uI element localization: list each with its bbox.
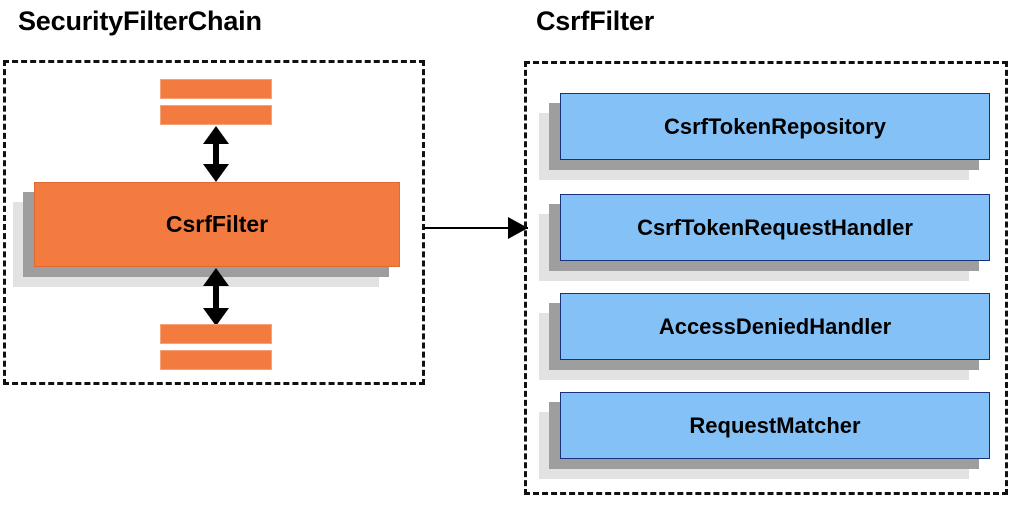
- component-csrf-token-request-handler[interactable]: CsrfTokenRequestHandler: [539, 194, 990, 281]
- arrow-shaft: [213, 140, 219, 168]
- arrow-head-up-icon: [203, 268, 229, 286]
- component-access-denied-handler-label: AccessDeniedHandler: [560, 293, 990, 360]
- filter-slot-3-bar: [160, 324, 272, 344]
- component-csrf-token-request-handler-label: CsrfTokenRequestHandler: [560, 194, 990, 261]
- arrow-head-down-icon: [203, 164, 229, 182]
- arrow-head-down-icon: [203, 308, 229, 326]
- arrow-head-up-icon: [203, 126, 229, 144]
- component-csrf-filter-label: CsrfFilter: [34, 182, 400, 267]
- filter-slot-2-bar: [160, 105, 272, 125]
- filter-slot-4-bar: [160, 350, 272, 370]
- component-access-denied-handler[interactable]: AccessDeniedHandler: [539, 293, 990, 380]
- panel-title-csrf-filter: CsrfFilter: [536, 6, 655, 36]
- arrow-shaft: [424, 227, 528, 229]
- arrow-head-right-icon: [508, 217, 528, 239]
- arrow-shaft: [213, 282, 219, 312]
- chain-link-top-arrow: [203, 126, 229, 182]
- component-request-matcher-label: RequestMatcher: [560, 392, 990, 459]
- panel-security-filter-chain: [3, 60, 425, 385]
- component-request-matcher[interactable]: RequestMatcher: [539, 392, 990, 479]
- component-csrf-token-repository[interactable]: CsrfTokenRepository: [539, 93, 990, 180]
- expands-to-arrow: [424, 217, 528, 239]
- panel-title-security-filter-chain: SecurityFilterChain: [18, 6, 262, 36]
- chain-link-bottom-arrow: [203, 268, 229, 326]
- panel-csrf-filter-detail: [524, 61, 1008, 495]
- component-csrf-token-repository-label: CsrfTokenRepository: [560, 93, 990, 160]
- filter-slot-1-bar: [160, 79, 272, 99]
- component-csrf-filter[interactable]: CsrfFilter: [13, 182, 400, 287]
